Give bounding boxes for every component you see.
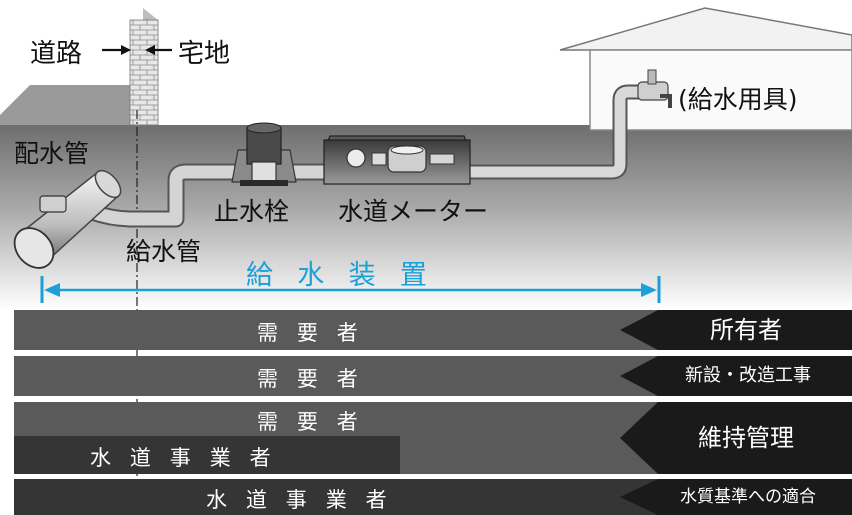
- water-meter-label: 水道メーター: [338, 197, 489, 226]
- tag-installation: 新設・改造工事: [620, 356, 852, 396]
- boundary-arrows: [102, 45, 172, 55]
- row-maintenance-sub: 水道事業者: [14, 436, 400, 474]
- water-supply-equipment-label: 給水装置: [246, 260, 452, 291]
- distribution-main-pipe: [13, 169, 122, 269]
- tag-water-quality: 水質基準への適合: [620, 479, 852, 515]
- row-maintenance-party: 需要者: [257, 410, 377, 434]
- row-installation: 需要者 新設・改造工事: [14, 356, 852, 396]
- stop-valve-label: 止水栓: [214, 197, 290, 226]
- road-label: 道路: [30, 39, 83, 69]
- faucet-icon: [637, 69, 672, 108]
- row-owner-party: 需要者: [257, 321, 377, 345]
- service-pipe: [53, 84, 650, 228]
- row-owner: 需要者 所有者: [14, 310, 852, 350]
- tag-maintenance: 維持管理: [620, 402, 852, 474]
- tag-owner: 所有者: [620, 310, 852, 350]
- row-water-quality-party: 水道事業者: [206, 488, 406, 512]
- row-installation-party: 需要者: [257, 367, 377, 391]
- row-water-quality: 水道事業者 水質基準への適合: [14, 479, 852, 515]
- distribution-main-label: 配水管: [14, 139, 90, 168]
- water-meter-icon: [323, 135, 471, 185]
- service-pipe-label: 給水管: [126, 237, 202, 266]
- stop-valve-icon: [231, 122, 297, 186]
- row-maintenance: 需要者 水道事業者 維持管理: [14, 402, 852, 474]
- row-maintenance-subparty: 水道事業者: [90, 446, 290, 470]
- equipment-span-arrow: [40, 276, 661, 303]
- residential-label: 宅地: [178, 39, 231, 69]
- fixtures-label: (給水用具): [678, 85, 798, 114]
